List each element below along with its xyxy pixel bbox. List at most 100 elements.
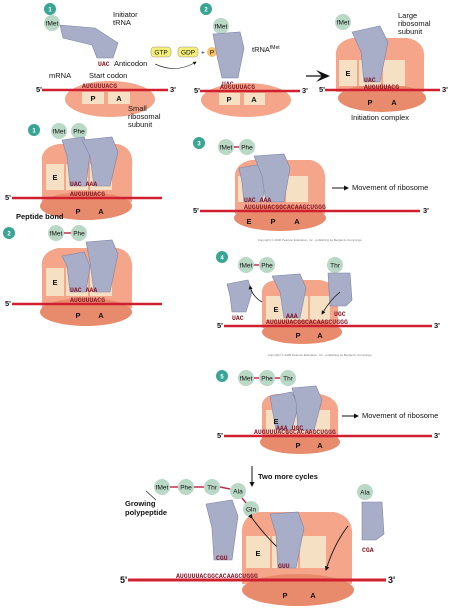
five-prime: 5' xyxy=(319,85,325,94)
movement-label: Movement of ribosome xyxy=(362,411,438,420)
complex-anticodon: UAC xyxy=(364,77,376,84)
site-a xyxy=(383,60,405,86)
trna-fmet-label: tRNAfMet xyxy=(252,45,280,54)
site-a xyxy=(108,92,130,104)
site-e xyxy=(266,296,286,320)
phe-label: Phe xyxy=(241,145,253,152)
fmet-label: fMet xyxy=(46,21,59,28)
trna-e-shape xyxy=(269,391,299,431)
large-subunit-label: Large ribosomal subunit xyxy=(398,11,433,36)
site-p-label: P xyxy=(90,94,95,103)
final-mid: GUU xyxy=(278,563,290,570)
trna-phe-shape xyxy=(81,136,119,187)
thr-label: Thr xyxy=(283,376,294,383)
fmet-label: fMet xyxy=(240,376,253,383)
fmet-bead xyxy=(218,139,234,155)
ala-free-label: Ala xyxy=(360,490,370,497)
site-a-label: A xyxy=(116,94,122,103)
site-e-label: E xyxy=(52,173,57,182)
small-subunit-line1: Small xyxy=(128,104,147,113)
phosphate-label: P xyxy=(210,50,214,57)
e2-mrna-seq: AUGUUUACG xyxy=(70,297,105,304)
step-badge xyxy=(28,124,40,136)
three-prime: 3' xyxy=(434,431,440,440)
five-prime: 5' xyxy=(217,431,223,440)
initiation-complex: fMet E UAC 5' 3' AUGUUUACG P A Large rib… xyxy=(306,11,448,122)
gln-bead xyxy=(243,501,259,517)
ribosome-small xyxy=(242,574,354,606)
fmet-label: fMet xyxy=(215,24,228,31)
large-subunit-line1: Large xyxy=(398,11,417,20)
gtp-badge xyxy=(150,46,172,58)
trna-fmet-sup: fMet xyxy=(270,45,280,51)
trna-fmet-shape xyxy=(61,136,91,187)
fmet-bead xyxy=(238,257,254,273)
large-subunit-line2: ribosomal xyxy=(398,19,431,28)
thr-label: Thr xyxy=(330,263,341,270)
phe-bead xyxy=(259,257,275,273)
initiator-trna-line2: tRNA xyxy=(113,18,131,27)
three-prime: 3' xyxy=(302,86,308,95)
small-subunit-line2: ribosomal xyxy=(128,112,161,121)
site-e-label: E xyxy=(255,549,260,558)
initiation-step-1: 1 fMet Initiator tRNA UAC Anticodon mRNA… xyxy=(36,3,176,129)
step-number: 2 xyxy=(204,8,208,14)
large-subunit-line3: subunit xyxy=(398,27,423,36)
site-p-label: P xyxy=(282,591,287,600)
three-prime: 3' xyxy=(434,321,440,330)
site-p-label: P xyxy=(75,311,80,320)
five-prime: 5' xyxy=(5,299,11,308)
fmet-bead xyxy=(51,123,67,139)
site-a-label: A xyxy=(98,207,104,216)
site-p-label: P xyxy=(295,441,300,450)
e4-mrna-seq: AUGUUUACGGCACAAGCUGGG xyxy=(266,319,348,326)
init-anticodon: UAC xyxy=(98,61,110,68)
five-prime: 5' xyxy=(217,321,223,330)
e5-mrna-seq: AUGUUUACGGCACAAGCUGGG xyxy=(254,429,336,436)
step-number: 1 xyxy=(48,8,52,14)
site-p-label: P xyxy=(226,95,231,104)
trna-fmet-shape xyxy=(212,31,245,79)
peptide-bond xyxy=(219,486,231,490)
entry-arrow xyxy=(324,525,349,571)
trna-p-shape xyxy=(269,511,305,569)
ala-bead xyxy=(230,483,246,499)
initiation-complex-label: Initiation complex xyxy=(351,113,409,122)
fmet-bead xyxy=(48,225,64,241)
site-e xyxy=(46,164,64,190)
gln-label: Gln xyxy=(246,507,257,514)
site-a-label: A xyxy=(98,311,104,320)
site-a-label: A xyxy=(391,98,397,107)
site-a xyxy=(300,536,326,568)
step-number: 2 xyxy=(7,232,11,238)
site-p-label: P xyxy=(270,217,275,226)
three-prime: 3' xyxy=(388,575,395,585)
phe-bead xyxy=(71,225,87,241)
e3-mrna-seq: AUGUUUACGGCACAAGCUGGG xyxy=(244,204,326,211)
site-a-label: A xyxy=(310,591,316,600)
site-a-label: A xyxy=(294,217,300,226)
growing-polypeptide-label: Growing polypeptide xyxy=(125,499,167,517)
fmet-bead xyxy=(154,479,170,495)
e3-anticodons: UAC AAA xyxy=(244,197,271,204)
small-subunit-line3: subunit xyxy=(128,120,153,129)
mrna-label: mRNA xyxy=(49,71,71,80)
step-badge xyxy=(44,3,56,15)
complex-mrna-seq: AUGUUUACG xyxy=(364,84,399,91)
init-mrna-seq: AUGUUUACG xyxy=(82,83,117,90)
ala-label: Ala xyxy=(233,489,243,496)
elongation-step-5: 5 fMet Phe Thr AAA UGC 5' 3' AUGUUUACGGC… xyxy=(216,370,440,454)
step-badge xyxy=(200,3,212,15)
site-p-label: P xyxy=(75,207,80,216)
exit-arrow xyxy=(248,285,263,303)
e5-anticodons: AAA UGC xyxy=(276,425,303,432)
phosphate-bead xyxy=(207,47,217,57)
phe-bead xyxy=(178,479,194,495)
elongation-step-4: 4 fMet Phe Thr E UAC AAA UGC 5' 3' AUGUU… xyxy=(216,251,440,357)
phe-label: Phe xyxy=(261,376,273,383)
trna-thr-shape xyxy=(327,272,353,307)
three-prime: 3' xyxy=(170,85,176,94)
e1-anticodons: UAC AAA xyxy=(70,181,97,188)
e4-trna-right: UGC xyxy=(334,311,346,318)
